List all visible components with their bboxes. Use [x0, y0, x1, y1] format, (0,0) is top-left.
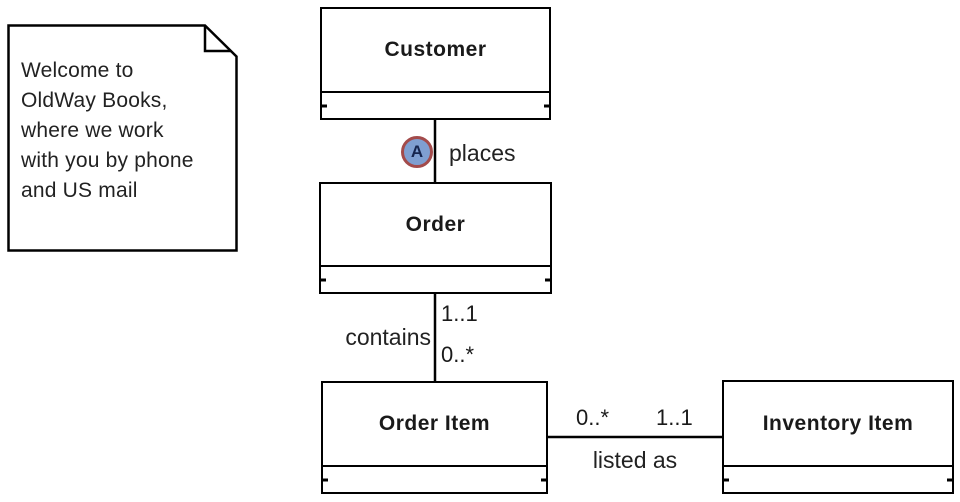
class-name-order-item: Order Item [378, 412, 491, 435]
note-fold-icon [203, 25, 231, 53]
class-name-inventory-item: Inventory Item [762, 411, 914, 435]
multiplicity-contains-order-item-end: 0..* [441, 342, 475, 367]
class-name-order: Order [405, 212, 466, 236]
compartment-divider-tick [321, 278, 326, 281]
association-label-listed-as: listed as [592, 447, 678, 473]
multiplicity-listed-as-order-item-end: 0..* [576, 405, 610, 430]
multiplicity-contains-order-end: 1..1 [441, 301, 478, 326]
class-box-order: Order [319, 182, 552, 294]
compartment-divider-tick [545, 278, 550, 281]
note-text: Welcome to OldWay Books, where we work w… [21, 59, 194, 202]
compartment-divider-tick [323, 478, 328, 481]
class-box-inventory-item: Inventory Item [722, 380, 954, 494]
class-box-customer: Customer [320, 7, 551, 120]
class-name-customer: Customer [384, 38, 487, 61]
class-compartment-customer [322, 91, 549, 118]
association-a-badge-letter: A [410, 142, 424, 161]
class-compartment-inventory-item [724, 465, 952, 492]
class-compartment-order [321, 265, 550, 292]
association-label-places: places [449, 140, 516, 166]
compartment-divider-tick [541, 478, 546, 481]
association-a-badge-icon: A [401, 136, 433, 168]
compartment-divider-tick [322, 104, 327, 107]
compartment-divider-tick [544, 104, 549, 107]
multiplicity-listed-as-inventory-item-end: 1..1 [656, 405, 693, 430]
compartment-divider-tick [724, 478, 729, 481]
note-shape [7, 24, 238, 252]
association-label-contains: contains [345, 324, 431, 350]
class-box-order-item: Order Item [321, 381, 548, 494]
class-compartment-order-item [323, 465, 546, 492]
compartment-divider-tick [947, 478, 952, 481]
